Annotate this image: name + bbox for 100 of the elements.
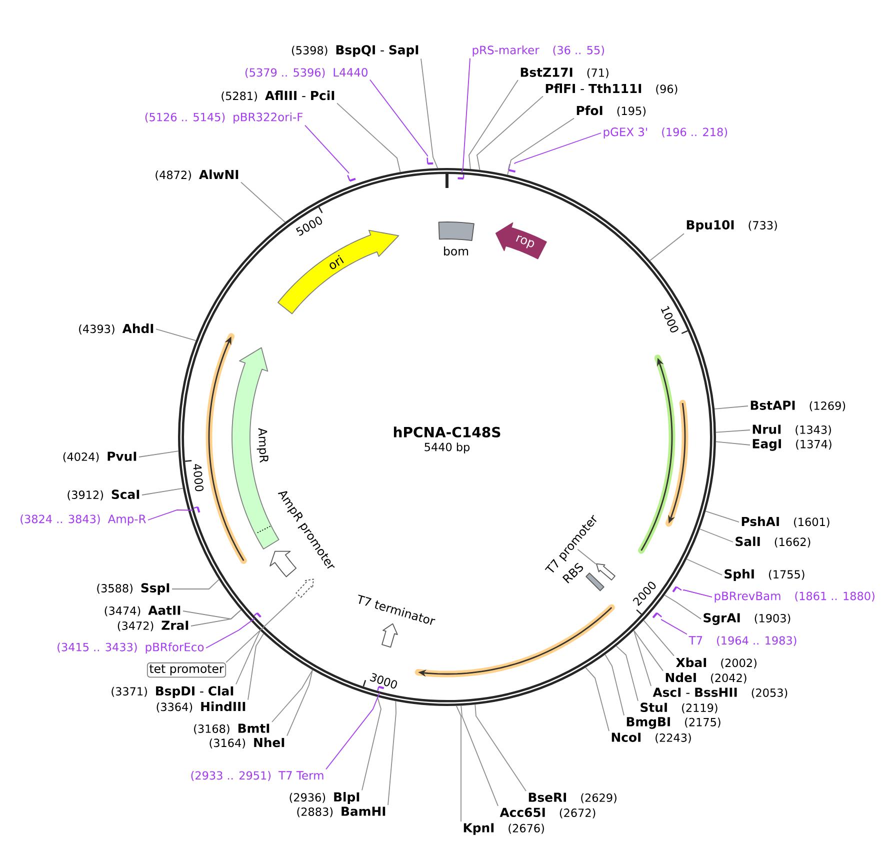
sequence-feature [596,563,616,580]
primer-label: (5379 .. 5396) L4440 [245,68,368,78]
enzyme-label: StuI (2119) [640,702,718,714]
enzyme-label: (3164) NheI [210,738,284,748]
leader-line [643,620,674,656]
enzyme-label: PflFI - Tth111I (96) [546,84,678,94]
plasmid-size: 5440 bp [424,442,470,454]
enzyme-label: (3371) BspDI - ClaI [112,686,234,698]
enzyme-label: (2936) BlpI [290,792,360,804]
primer-label: pBRrevBam (1861 .. 1880) [714,592,874,602]
primer-label: T7 (1964 .. 1983) [688,636,796,646]
primer-site [254,612,262,618]
primer-label: pRS-marker (36 .. 55) [472,45,604,57]
leader-line [240,182,286,223]
enzyme-label: BmgBI (2175) [626,717,720,729]
primer-site [426,158,434,165]
primer-label: (3415 .. 3433) pBRforEco [58,642,204,654]
leader-line [699,528,734,542]
leader-line [226,596,296,663]
enzyme-label: (2883) BamHI [297,806,386,818]
primer-label: (3824 .. 3843) Amp-R [20,514,146,526]
primer-site [347,175,356,182]
leader-line [236,630,261,685]
enzyme-label: (4872) AlwNI [156,170,238,180]
leader-line [326,692,380,770]
feature-label: AmpR [256,428,268,463]
primer-site [672,586,682,592]
enzyme-label: SalI (1662) [736,536,810,548]
leader-line [156,328,196,342]
leader-line [650,233,684,261]
leader-line [507,118,574,176]
leader-line [286,670,313,736]
leader-line [660,618,688,635]
primer-label: (2933 .. 2951) T7 Term [191,771,324,781]
leader-line [272,670,313,722]
leader-line [304,124,350,174]
leader-line [182,609,242,620]
leader-line [633,630,664,672]
enzyme-label: (5281) AflIII - PciI [222,90,334,102]
position-label: 1000 [660,306,678,332]
enzyme-label: Acc65I (2672) [500,808,596,818]
enzyme-label: (3474) AatII [104,606,180,616]
position-label: 4000 [193,464,204,492]
leader-line [388,700,396,806]
leader-line [577,548,596,564]
orf-feature [638,354,676,554]
enzyme-label: (3168) BmtI [194,724,270,734]
enzyme-label: (5398) BspQI - SapI [292,45,418,57]
leader-line [514,132,602,164]
enzyme-label: AscI - BssHII (2053) [652,688,788,698]
enzyme-label: (3912) ScaI [68,490,140,500]
enzyme-label: NdeI (2042) [666,672,746,684]
leader-line [248,633,264,700]
leader-line [616,646,638,702]
leader-line [370,79,428,157]
feature-label: bom [444,246,468,256]
leader-line [456,705,462,822]
primer-label: (5126 .. 5145) pBR322ori-F [145,112,303,124]
primer-label: pGEX 3' (196 .. 218) [604,128,728,138]
enzyme-label: NcoI (2243) [612,732,691,744]
enzyme-label: (3588) SspI [97,583,170,595]
primer-site [652,612,662,618]
leader-line [686,558,722,576]
leader-line [362,696,382,791]
leader-line [420,58,438,169]
enzyme-label: SphI (1755) [724,569,804,581]
leader-line [461,58,470,174]
leader-line [664,594,702,620]
leader-line [716,441,750,446]
enzyme-label: XbaI (2002) [676,658,756,668]
leader-line [460,705,498,806]
leader-line [148,510,194,520]
primer-site [458,174,464,180]
leader-line [714,406,748,410]
leader-line [682,590,712,598]
enzyme-label: KpnI (2676) [464,823,544,835]
orf-feature [666,400,688,527]
enzyme-label: (3472) ZraI [118,620,188,632]
enzyme-label: BstZ17I (71) [520,68,608,78]
leader-line [585,667,610,732]
enzyme-label: PfoI (195) [576,106,646,116]
leader-line [474,704,526,792]
enzyme-label: (4024) PvuI [63,452,136,462]
leader-line [468,80,518,170]
leader-line [138,450,179,458]
enzyme-label: NruI (1343) [752,424,831,436]
sequence-feature [296,578,314,598]
enzyme-label: EagI (1374) [752,439,832,451]
enzyme-label: SgrAI (1903) [704,613,790,625]
label-box: tet promoter [146,662,226,678]
leader-line [336,102,401,173]
leader-line [476,96,544,170]
plasmid-name: hPCNA-C148S [394,426,500,438]
primer-site [194,506,200,513]
leader-line [716,430,750,433]
enzyme-label: Bpu10I (733) [686,220,777,232]
leader-line [633,630,652,686]
sequence-feature: rop [495,222,547,260]
enzyme-label: PshAI (1601) [742,516,830,528]
leader-line [172,579,220,590]
